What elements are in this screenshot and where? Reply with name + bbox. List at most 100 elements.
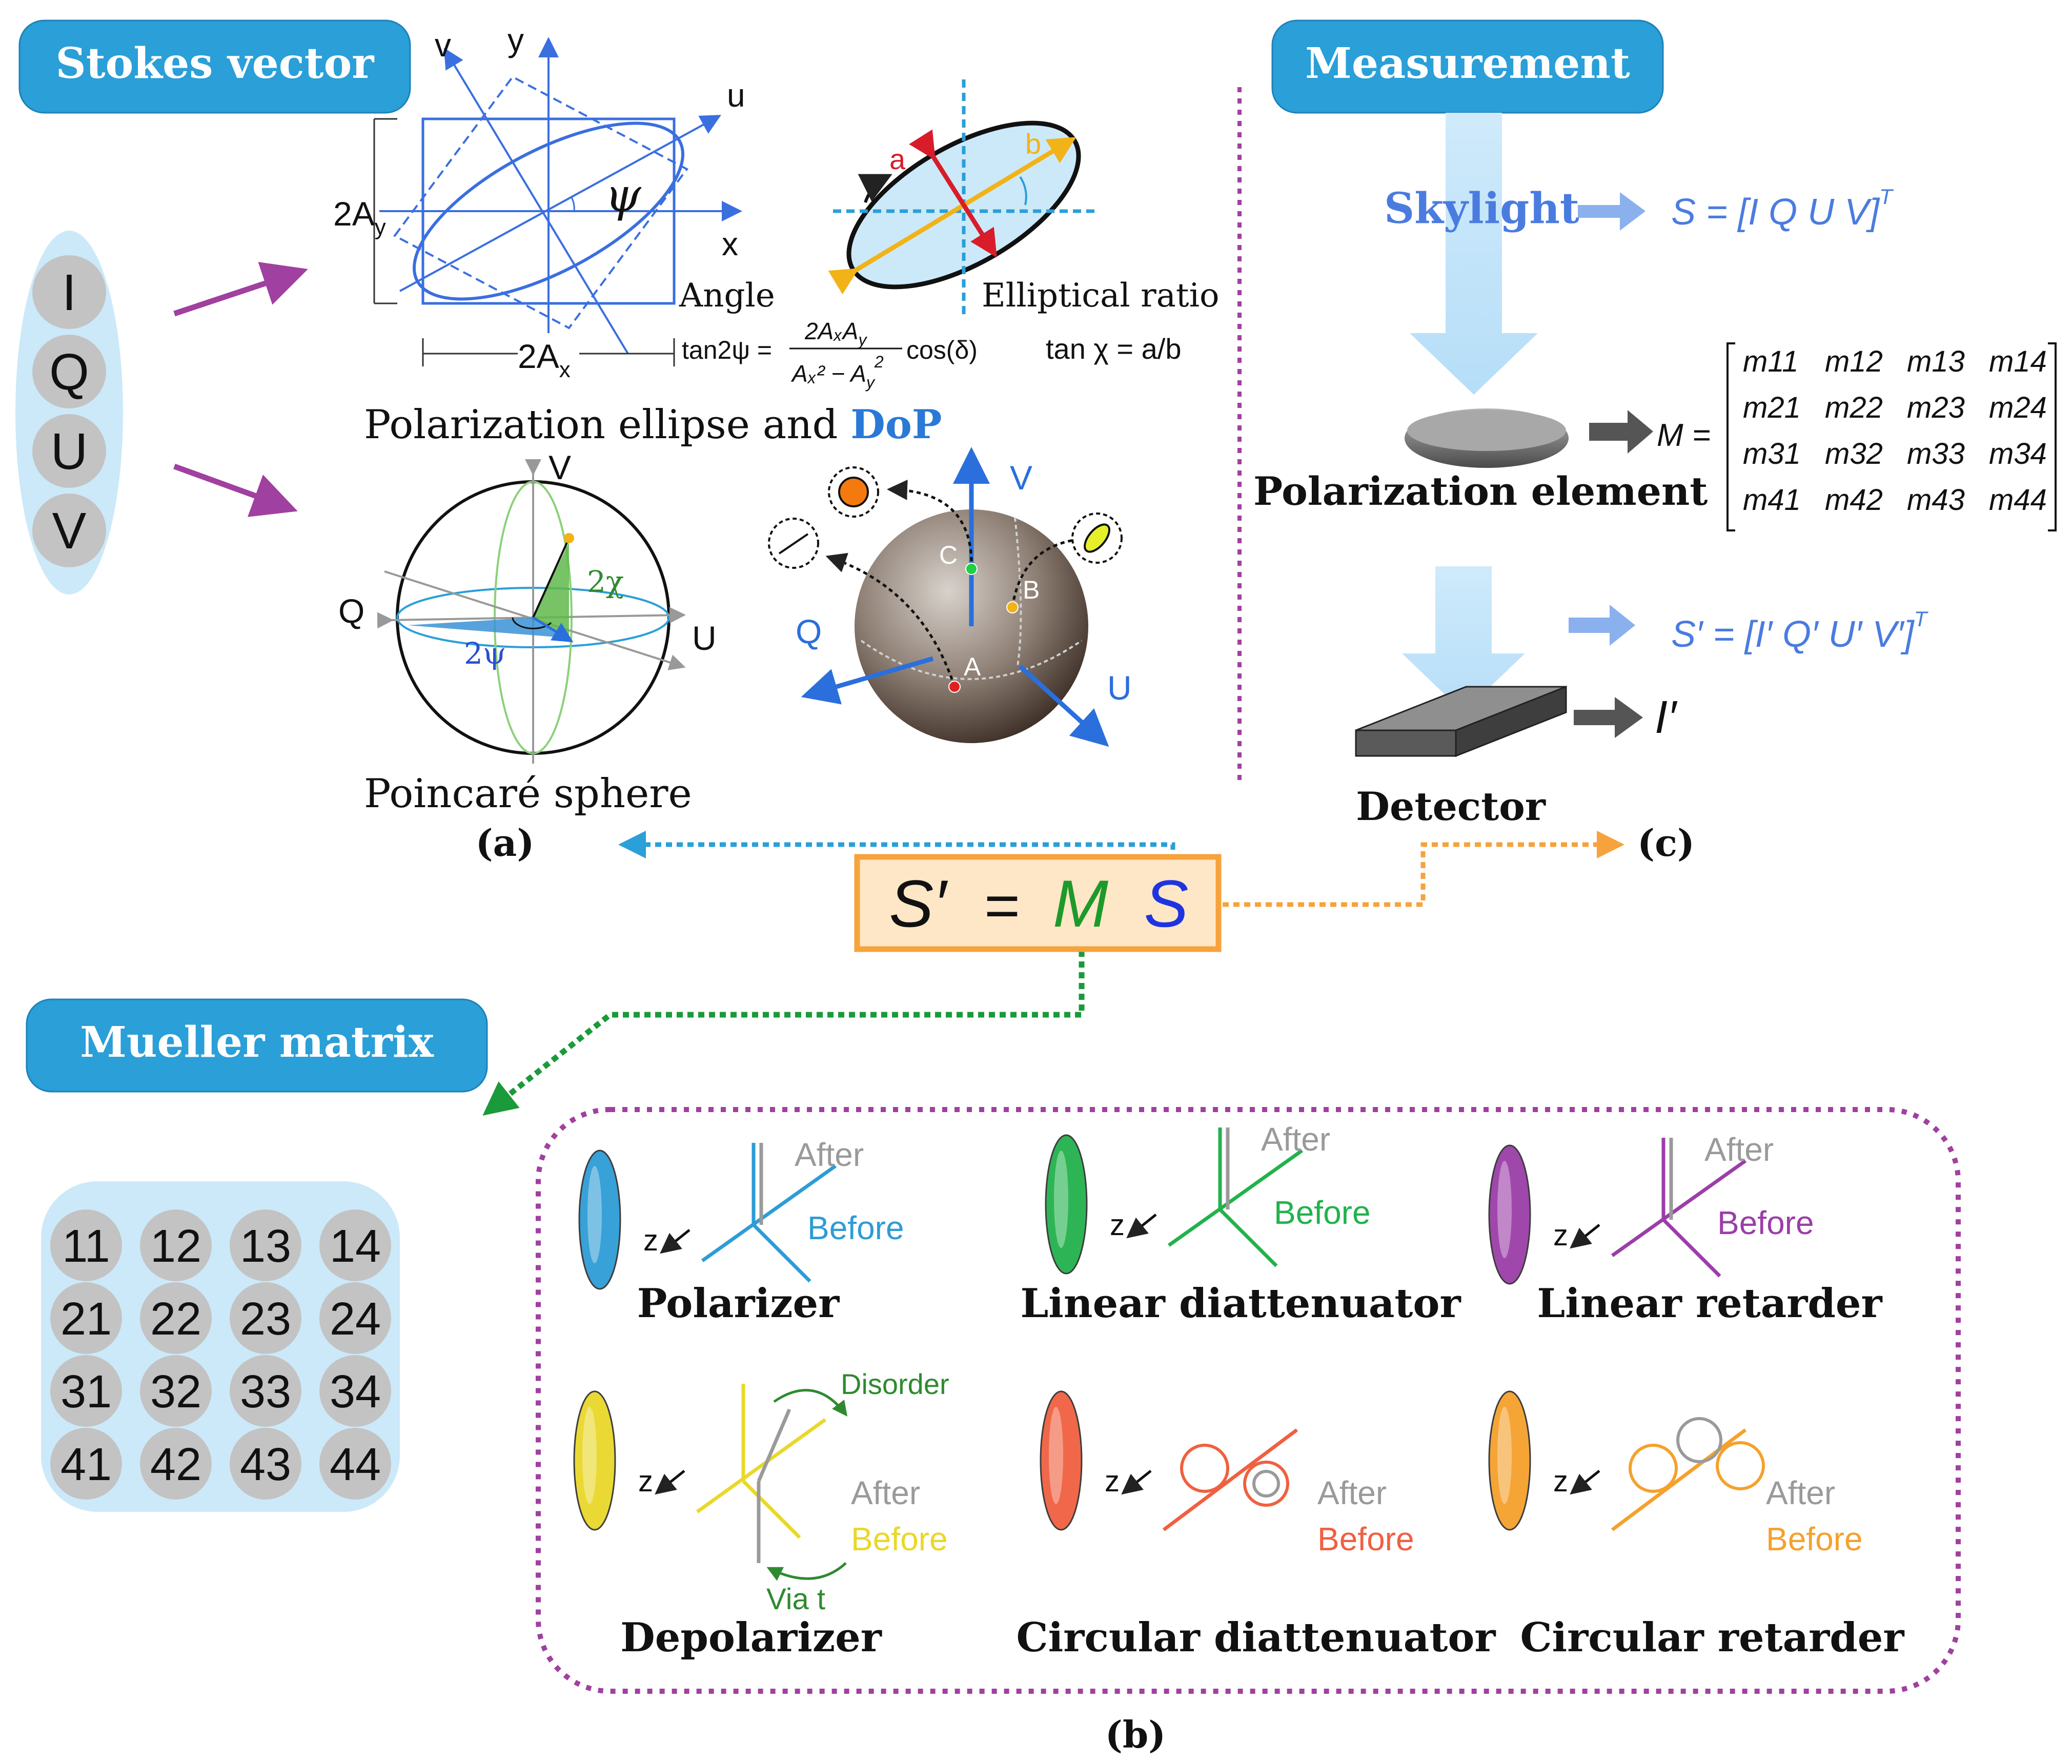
z-axis-label: z [643, 1224, 658, 1257]
stokes-component-v: V [32, 494, 106, 567]
mueller-cell: 11 [50, 1209, 122, 1281]
svg-text:m42: m42 [1825, 483, 1883, 517]
svg-text:2AₓAy: 2AₓAy [804, 318, 867, 349]
two-psi-label: 2ψ [464, 636, 506, 671]
panel-label-c: (c) [1637, 821, 1695, 865]
shaded-sphere-figure: V Q U A B C [768, 447, 1132, 747]
svg-text:m44: m44 [1989, 483, 2047, 517]
stokes-component-i: I [32, 255, 106, 329]
panel-label-b: (b) [1105, 1713, 1166, 1756]
mueller-header: Mueller matrix [26, 998, 488, 1093]
axis-x-label: x [722, 225, 738, 262]
mueller-cell: 24 [319, 1282, 391, 1354]
two-chi-label: 2χ [587, 564, 624, 599]
detector-label: Detector [1356, 784, 1546, 829]
svg-text:m21: m21 [1743, 391, 1801, 424]
axis-u-label: u [727, 77, 745, 114]
via-t-label: Via t [766, 1583, 825, 1616]
after-label: After [1317, 1474, 1387, 1511]
mueller-matrix-entries: m11 m12 m13 m14 m21 m22 m23 m24 m31 m32 … [1743, 345, 2047, 517]
mueller-cell-label: 43 [240, 1439, 291, 1490]
disorder-label: Disorder [841, 1368, 949, 1400]
svg-text:m32: m32 [1825, 437, 1883, 470]
stokes-prime-vector-eq: S′ = [I′ Q′ U′ V′]T [1671, 607, 1929, 655]
mueller-cell-label: 12 [150, 1221, 201, 1272]
two-ax-label: 2Ax [518, 337, 571, 382]
sphere-q-label: Q [338, 592, 364, 630]
mueller-cell: 21 [50, 1282, 122, 1354]
two-ay-label: 2Ay [333, 195, 386, 240]
mueller-cell-label: 34 [330, 1366, 381, 1418]
mueller-cell-label: 24 [330, 1294, 381, 1345]
mueller-cell-label: 11 [62, 1221, 110, 1272]
mueller-cell-label: 13 [240, 1221, 291, 1272]
mueller-cell: 32 [140, 1355, 212, 1427]
polarization-ellipse-figure: v y u x ψ 2Ay 2Ax Angle [333, 22, 775, 382]
psi-label: ψ [605, 169, 642, 222]
mueller-cell: 42 [140, 1428, 212, 1500]
b-label: b [1025, 128, 1041, 160]
stokes-header: Stokes vector [18, 19, 411, 114]
svg-text:m14: m14 [1989, 345, 2047, 378]
elliptical-ratio-label: Elliptical ratio [982, 277, 1220, 315]
skylight-label: Skylight [1384, 184, 1579, 233]
element-name: Linear diattenuator [1020, 1280, 1461, 1327]
mueller-cell-label: 44 [330, 1439, 381, 1490]
mueller-cell: 12 [140, 1209, 212, 1281]
sphere-v-label: V [549, 448, 571, 486]
svg-text:=: = [984, 871, 1020, 940]
svg-text:m22: m22 [1825, 391, 1883, 424]
arrow-to-sphere [173, 463, 298, 517]
mueller-cell: 41 [50, 1428, 122, 1500]
z-axis-label: z [1110, 1208, 1125, 1242]
after-label: After [1704, 1131, 1774, 1168]
mueller-equation: S′ = M S [854, 854, 1222, 952]
poincare-title: Poincaré sphere [364, 771, 692, 817]
z-axis-label: z [1553, 1465, 1568, 1498]
mueller-cell: 31 [50, 1355, 122, 1427]
axis-y-label: y [507, 22, 524, 58]
svg-text:Aₓ² − Ay2: Aₓ² − Ay2 [790, 353, 884, 392]
svg-text:m13: m13 [1907, 345, 1965, 378]
svg-text:m11: m11 [1743, 345, 1799, 378]
mueller-m-eq: M = [1657, 418, 1711, 453]
z-axis-label: z [1553, 1219, 1568, 1252]
mueller-cell: 23 [230, 1282, 301, 1354]
arrow-to-panel-c [1223, 831, 1624, 907]
mueller-cell: 33 [230, 1355, 301, 1427]
svg-text:m12: m12 [1825, 345, 1883, 378]
stokes-header-label: Stokes vector [55, 39, 375, 88]
before-label: Before [851, 1521, 948, 1557]
mueller-cell-label: 32 [150, 1366, 201, 1418]
element-name: Linear retarder [1537, 1280, 1882, 1327]
intensity-prime-label: I′ [1655, 692, 1678, 743]
tan2psi-formula: tan2ψ = 2AₓAy Aₓ² − Ay2 cos(δ) [682, 318, 978, 392]
sphere-u-label: U [692, 619, 717, 657]
mueller-cell: 22 [140, 1282, 212, 1354]
point-c-label: C [939, 541, 958, 569]
mueller-cell-label: 42 [150, 1439, 201, 1490]
angle-label: Angle [679, 277, 775, 315]
mueller-cell: 13 [230, 1209, 301, 1281]
measurement-figure: Skylight S = [I Q U V]T Polarization ele… [1253, 113, 2057, 829]
arrow-to-panel-a [618, 831, 1175, 871]
point-b-label: B [1023, 576, 1040, 604]
svg-text:M: M [1053, 866, 1109, 941]
after-label: After [1766, 1474, 1835, 1511]
before-label: Before [1274, 1194, 1371, 1231]
after-label: After [851, 1474, 920, 1511]
mueller-header-label: Mueller matrix [80, 1018, 434, 1067]
poincare-sphere-figure: V Q U 2χ 2ψ [338, 448, 717, 764]
measurement-header-label: Measurement [1305, 39, 1630, 88]
mueller-cell: 44 [319, 1428, 391, 1500]
shaded-v-label: V [1010, 459, 1032, 497]
axis-v-label: v [435, 27, 451, 64]
svg-text:S: S [1144, 866, 1189, 941]
svg-text:m34: m34 [1989, 437, 2047, 470]
svg-text:S′: S′ [889, 866, 948, 941]
shaded-q-label: Q [796, 612, 822, 650]
before-label: Before [1317, 1521, 1414, 1557]
